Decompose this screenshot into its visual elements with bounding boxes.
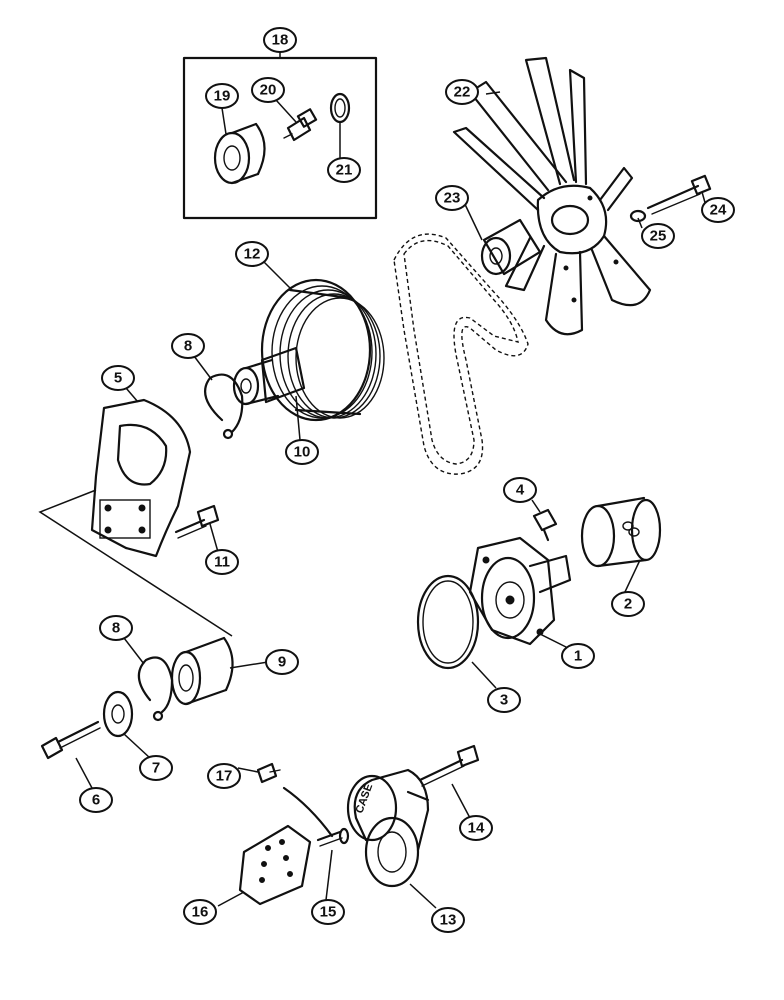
callout-14: 14 [459, 815, 493, 841]
rotation-arc [282, 786, 334, 838]
svg-text:5: 5 [114, 370, 122, 387]
svg-text:15: 15 [320, 904, 337, 921]
water-pump [468, 536, 572, 646]
callout-17: 17 [207, 763, 241, 789]
svg-text:7: 7 [152, 760, 160, 777]
callout-20: 20 [251, 77, 285, 103]
svg-text:20: 20 [260, 82, 277, 99]
callout-24: 24 [701, 197, 735, 223]
pulley-shaft [232, 346, 306, 406]
svg-text:17: 17 [216, 768, 233, 785]
mounting-bracket [90, 398, 192, 558]
belt-tensioner: CASE [346, 768, 430, 888]
pump-sleeve [580, 496, 662, 568]
fan-spacer [480, 218, 542, 276]
kit-box [182, 52, 378, 220]
callout-23: 23 [435, 185, 469, 211]
callout-8-lower: 8 [99, 615, 133, 641]
callout-3: 3 [487, 687, 521, 713]
callout-18: 18 [263, 27, 297, 53]
idler-washer [102, 690, 134, 738]
svg-text:4: 4 [516, 482, 525, 499]
drive-belt [393, 233, 529, 475]
svg-text:3: 3 [500, 692, 508, 709]
callout-5: 5 [101, 365, 135, 391]
plate-bolt [256, 762, 281, 784]
callout-9: 9 [265, 649, 299, 675]
snap-ring-lower [137, 656, 174, 722]
callout-25: 25 [641, 223, 675, 249]
callout-11: 11 [205, 549, 239, 575]
svg-text:23: 23 [444, 190, 461, 207]
kit-washer [329, 92, 351, 124]
crank-pulley [260, 278, 385, 422]
tensioner-plate [238, 824, 312, 906]
callout-1: 1 [561, 643, 595, 669]
kit-idler-bearing [213, 122, 266, 185]
pump-o-ring [416, 574, 480, 670]
svg-text:8: 8 [184, 338, 192, 355]
svg-text:25: 25 [650, 228, 667, 245]
pump-plug [532, 508, 558, 542]
fan-washer [629, 209, 647, 223]
svg-text:12: 12 [244, 246, 261, 263]
fan-bolt [646, 174, 712, 215]
svg-text:8: 8 [112, 620, 120, 637]
tensioner-stud [316, 827, 350, 847]
svg-text:2: 2 [624, 596, 632, 613]
svg-text:19: 19 [214, 88, 231, 105]
cooling-fan [452, 56, 652, 336]
svg-text:22: 22 [454, 84, 471, 101]
svg-text:6: 6 [92, 792, 100, 809]
svg-text:11: 11 [214, 554, 230, 571]
svg-text:1: 1 [574, 648, 582, 665]
callout-8-upper: 8 [171, 333, 205, 359]
callout-4: 4 [503, 477, 537, 503]
callout-2: 2 [611, 591, 645, 617]
callout-13: 13 [431, 907, 465, 933]
callout-16: 16 [183, 899, 217, 925]
leader-lines [75, 91, 707, 909]
svg-text:14: 14 [468, 820, 485, 837]
assembly-guide-line [38, 489, 233, 637]
callout-12: 12 [235, 241, 269, 267]
callout-10: 10 [285, 439, 319, 465]
svg-text:24: 24 [710, 202, 727, 219]
callout-15: 15 [311, 899, 345, 925]
svg-text:10: 10 [294, 444, 311, 461]
snap-ring-upper [204, 373, 244, 440]
tensioner-bolt [418, 744, 480, 787]
idler-bearing [170, 636, 234, 706]
kit-bolt [283, 108, 318, 142]
svg-text:21: 21 [336, 162, 353, 179]
callout-22: 22 [445, 79, 479, 105]
svg-text:9: 9 [278, 654, 286, 671]
svg-text:13: 13 [440, 912, 457, 929]
svg-text:18: 18 [272, 32, 289, 49]
idler-bolt [40, 720, 101, 760]
callout-6: 6 [79, 787, 113, 813]
callout-7: 7 [139, 755, 173, 781]
svg-text:16: 16 [192, 904, 209, 921]
callout-21: 21 [327, 157, 361, 183]
bracket-bolt [174, 504, 220, 539]
callout-19: 19 [205, 83, 239, 109]
